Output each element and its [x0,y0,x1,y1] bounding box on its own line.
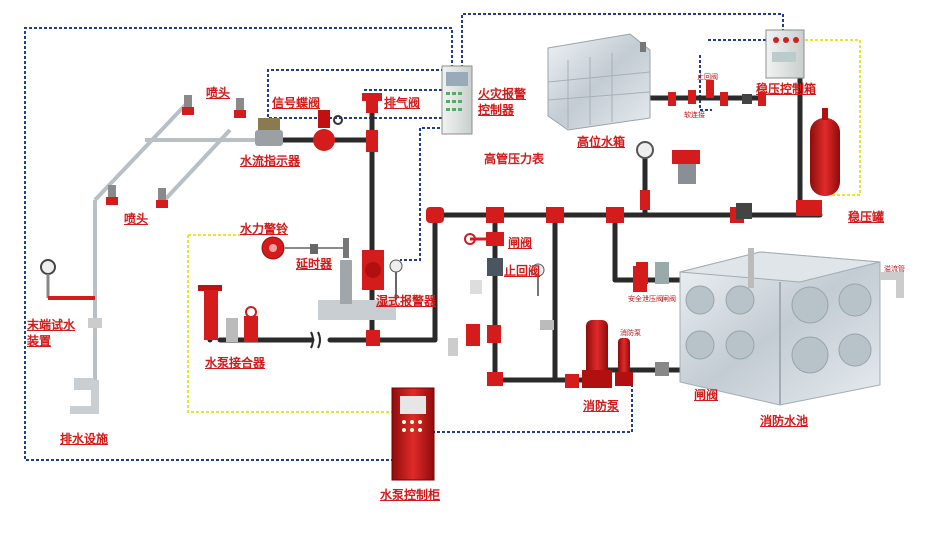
label-pump-control-cabinet: 水泵控制柜 [380,488,441,502]
drainage-icon [70,378,99,414]
label-gate-valve-2: 闸阀 [694,388,719,402]
label-check-valve: 止回阀 [504,264,541,278]
label-pressure-tank: 稳压罐 [848,210,885,224]
power-wiring [187,39,861,413]
sprinkler-head-icon [182,95,194,115]
sprinkler-head-icon [156,188,168,208]
label-water-flow-indicator: 水流指示器 [240,154,301,168]
wet-alarm-valve-icon [318,250,403,320]
label-end-test-device: 末端试水装置 [27,318,76,348]
label-drainage: 排水设施 [60,432,109,446]
small-label-tank-valve-a: 止回阀 [697,73,718,81]
label-pressure-control-box: 稳压控制箱 [756,82,817,96]
label-sprinkler-head-bottom: 喷头 [124,212,149,226]
label-wet-alarm-valve: 湿式报警器 [376,294,437,308]
tank-valves [668,80,766,106]
label-fire-pump: 消防泵 [583,399,620,413]
label-water-gong: 水力警铃 [240,222,289,236]
small-label-gate: 闸阀 [662,295,676,303]
label-gate-valve: 闸阀 [508,236,533,250]
pipe-break-marks [310,331,321,349]
sprinkler-heads [106,95,246,208]
pressure-control-box-icon [765,29,805,79]
check-valve-icon [487,258,503,276]
label-signal-butterfly-valve: 信号蝶阀 [272,96,321,110]
high-level-tank-icon [547,33,651,131]
fire-water-pool-icon [679,248,904,406]
end-test-device-icon [40,259,102,328]
fire-alarm-controller-icon [441,65,473,135]
label-exhaust-valve: 排气阀 [384,96,421,110]
small-label-pump-tag: 消防泵 [620,329,641,337]
small-label-tank-valve-b: 软连接 [684,111,705,119]
label-high-pressure-gauge: 高管压力表 [484,152,545,166]
water-gong-icon [261,236,349,260]
fire-pump-icon [582,320,633,388]
pressure-gauge-icon [636,141,700,210]
label-high-tank: 高位水箱 [577,135,626,149]
gate-valve-icon [464,232,504,246]
pump-control-cabinet-icon [391,387,435,481]
sprinkler-head-icon [106,185,118,205]
label-delay-device: 延时器 [296,257,333,271]
water-flow-indicator-icon [255,118,283,146]
label-fire-alarm-controller: 火灾报警控制器 [478,87,527,117]
pump-adapter-icon [204,290,258,342]
exhaust-valve-icon [362,93,382,101]
pressure-tank-icon [810,108,840,196]
label-sprinkler-head-top: 喷头 [206,86,231,100]
small-label-relief: 安全泄压阀 [628,295,663,303]
small-label-overflow: 溢流管 [884,265,905,273]
riser-gauges [448,263,554,356]
pressure-tank-valves [736,200,822,219]
butterfly-valve-icon [313,110,343,151]
sprinkler-head-icon [234,98,246,118]
label-pump-adapter: 水泵接合器 [205,356,266,370]
label-fire-pool: 消防水池 [760,414,809,428]
